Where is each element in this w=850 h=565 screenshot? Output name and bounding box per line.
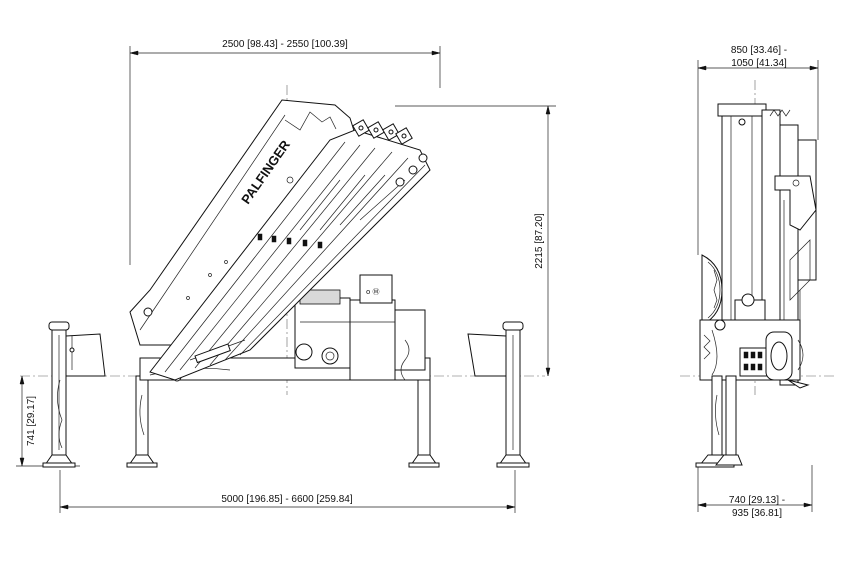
left-inner-leg — [126, 375, 158, 468]
support-height-label: 741 [29.17] — [26, 396, 37, 446]
side-width-bottom-label-2: 935 [36.81] — [732, 508, 782, 519]
dimension-outrigger-span: 5000 [196.85] - 6600 [259.84] — [59, 470, 516, 513]
outrigger-span-label: 5000 [196.85] - 6600 [259.84] — [221, 494, 352, 505]
left-outer-leg — [42, 321, 106, 468]
dimension-side-width-top: 850 [33.46] - 1050 [41.34] — [697, 45, 819, 255]
control-panel-icon: o Ⓜ — [366, 288, 380, 296]
telescopic-booms — [149, 119, 431, 381]
crane-front-view: o Ⓜ PALFINGER — [42, 99, 530, 468]
height-dimension-label: 2215 [87.20] — [534, 213, 545, 269]
side-width-bottom-label-1: 740 [29.13] - — [729, 495, 785, 506]
dimension-overall-reach: 2500 [98.43] - 2550 [100.39] — [129, 39, 441, 265]
right-outer-leg — [467, 321, 530, 468]
reach-dimension-label: 2500 [98.43] - 2550 [100.39] — [222, 39, 348, 50]
dimension-support-height: 741 [29.17] — [16, 375, 80, 467]
side-width-top-label-2: 1050 [41.34] — [731, 58, 787, 69]
crane-side-view — [695, 103, 817, 468]
dimension-side-width-bottom: 740 [29.13] - 935 [36.81] — [697, 465, 813, 519]
dimension-overall-height: 2215 [87.20] — [395, 105, 556, 377]
side-width-top-label-1: 850 [33.46] - — [731, 45, 787, 56]
